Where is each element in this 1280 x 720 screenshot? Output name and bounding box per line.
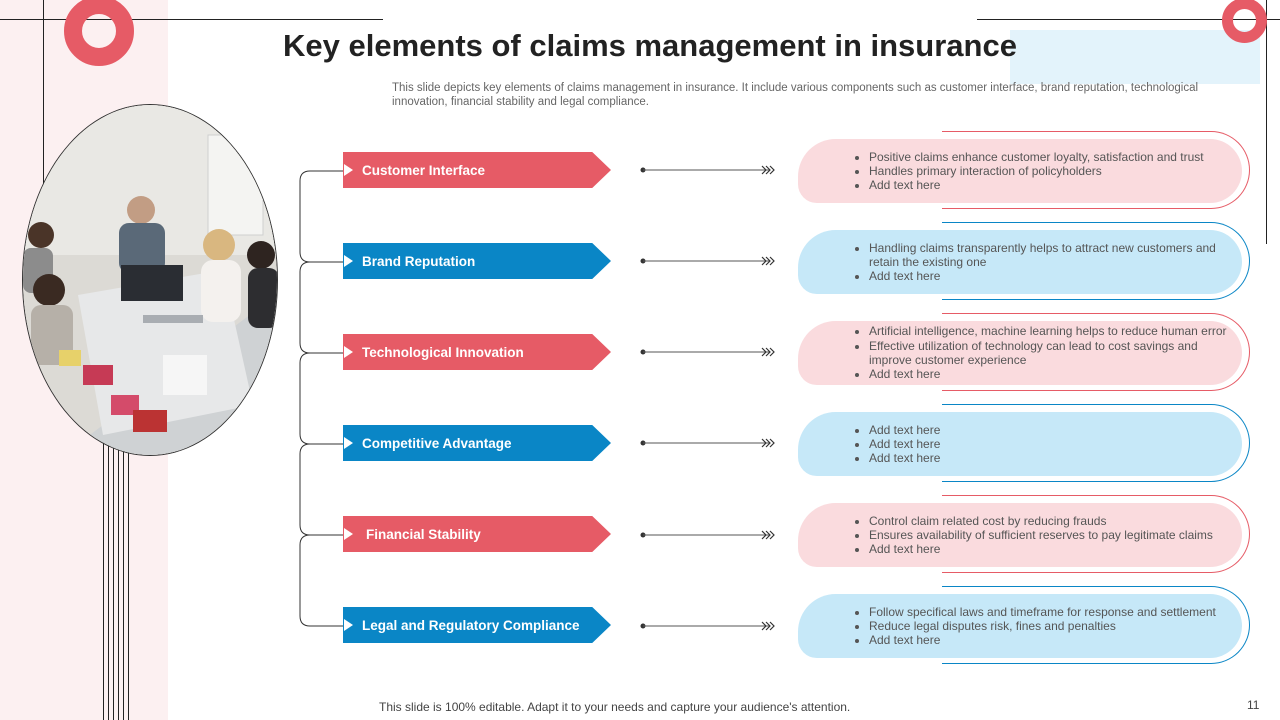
team-meeting-photo [22,104,278,456]
connector-arrow-icon [640,347,775,357]
description-item: Effective utilization of technology can … [869,339,1231,368]
description-box [798,139,1242,203]
connector-arrow-icon [640,438,775,448]
description-list: Follow specifical laws and timeframe for… [851,594,1231,658]
chevron-right-icon [344,164,353,176]
top-right-rule [977,19,1280,20]
hanging-line [113,440,114,720]
chevron-right-icon [344,346,353,358]
element-competitive-advantage: Competitive Advantage [343,425,611,461]
description-box [798,594,1242,658]
description-list: Control claim related cost by reducing f… [851,503,1231,567]
description-item: Add text here [869,367,1231,381]
description-box [798,230,1242,294]
description-item: Add text here [869,178,1231,192]
connector-arrow-icon [640,621,775,631]
description-list: Add text here Add text here Add text her… [851,412,1231,476]
chevron-right-icon [344,528,353,540]
description-item: Handles primary interaction of policyhol… [869,164,1231,178]
box-outline [942,313,1250,391]
element-label: Technological Innovation [362,344,524,360]
description-item: Positive claims enhance customer loyalty… [869,150,1231,164]
description-item: Artificial intelligence, machine learnin… [869,324,1231,338]
element-label: Brand Reputation [362,253,476,269]
footer-note: This slide is 100% editable. Adapt it to… [379,700,851,714]
page-title: Key elements of claims management in ins… [283,28,1017,63]
chevron-right-icon [344,437,353,449]
element-legal-regulatory-compliance: Legal and Regulatory Compliance [343,607,611,643]
top-left-rule [0,19,383,20]
hanging-line [103,440,104,720]
hanging-line [123,440,124,720]
box-outline [942,586,1250,664]
page-subtitle: This slide depicts key elements of claim… [392,82,1199,108]
element-financial-stability: Financial Stability [343,516,611,552]
connector-arrow-icon [640,256,775,266]
box-outline [942,222,1250,300]
element-label: Financial Stability [366,526,481,542]
description-box [798,412,1242,476]
right-vertical-rule [1266,0,1267,244]
description-box [798,321,1242,385]
connector-arrow-icon [640,165,775,175]
chevron-right-icon [344,255,353,267]
description-item: Add text here [869,633,1231,647]
box-outline [942,404,1250,482]
hanging-line [108,440,109,720]
description-item: Reduce legal disputes risk, fines and pe… [869,619,1231,633]
element-label: Competitive Advantage [362,435,512,451]
description-item: Ensures availability of sufficient reser… [869,528,1231,542]
chevron-right-icon [344,619,353,631]
description-item: Control claim related cost by reducing f… [869,514,1231,528]
hanging-line [128,440,129,720]
element-customer-interface: Customer Interface [343,152,611,188]
element-label: Customer Interface [362,162,486,178]
description-item: Follow specifical laws and timeframe for… [869,605,1231,619]
hanging-line [118,440,119,720]
description-item: Add text here [869,269,1231,283]
left-vertical-rule [43,0,44,240]
title-highlight-decor [1010,30,1260,84]
description-item: Add text here [869,451,1231,465]
description-item: Add text here [869,542,1231,556]
element-label: Legal and Regulatory Compliance [362,617,580,633]
description-list: Handling claims transparently helps to a… [851,230,1231,294]
description-item: Add text here [869,437,1231,451]
element-technological-innovation: Technological Innovation [343,334,611,370]
element-bracket [299,170,344,627]
connector-arrow-icon [640,530,775,540]
description-item: Handling claims transparently helps to a… [869,241,1231,270]
description-list: Artificial intelligence, machine learnin… [851,321,1231,385]
page-number: 11 [1247,698,1260,712]
description-box [798,503,1242,567]
description-item: Add text here [869,423,1231,437]
top-right-ring-decor [1222,0,1267,43]
description-list: Positive claims enhance customer loyalty… [851,139,1231,203]
element-brand-reputation: Brand Reputation [343,243,611,279]
box-outline [942,495,1250,573]
box-outline [942,131,1250,209]
